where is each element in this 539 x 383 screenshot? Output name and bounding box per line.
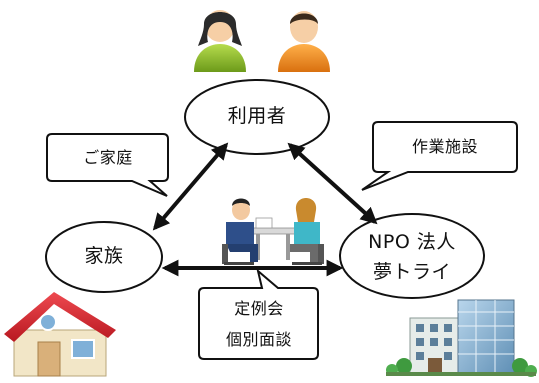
npo-label-line1: NPO 法人 (368, 231, 456, 253)
facility-callout-label: 作業施設 (411, 137, 478, 156)
man-icon (278, 11, 330, 72)
facility-callout (361, 121, 518, 191)
user-label: 利用者 (227, 105, 287, 127)
home-callout-label: ご家庭 (83, 148, 133, 167)
family-node (45, 221, 163, 293)
npo-node (339, 213, 485, 299)
office-building-icon (386, 299, 537, 377)
arrow-user-npo (287, 142, 378, 225)
npo-label-line2: 夢トライ (372, 261, 451, 283)
family-label: 家族 (84, 245, 124, 267)
woman-icon (194, 10, 246, 72)
house-icon (4, 292, 116, 377)
arrow-user-family (152, 142, 229, 231)
user-node (184, 79, 330, 155)
meeting-callout-label-line2: 個別面談 (225, 330, 292, 349)
meeting-callout (198, 268, 319, 360)
meeting-people-icon (222, 198, 324, 265)
home-callout (46, 133, 169, 197)
meeting-callout-label-line1: 定例会 (234, 299, 284, 318)
